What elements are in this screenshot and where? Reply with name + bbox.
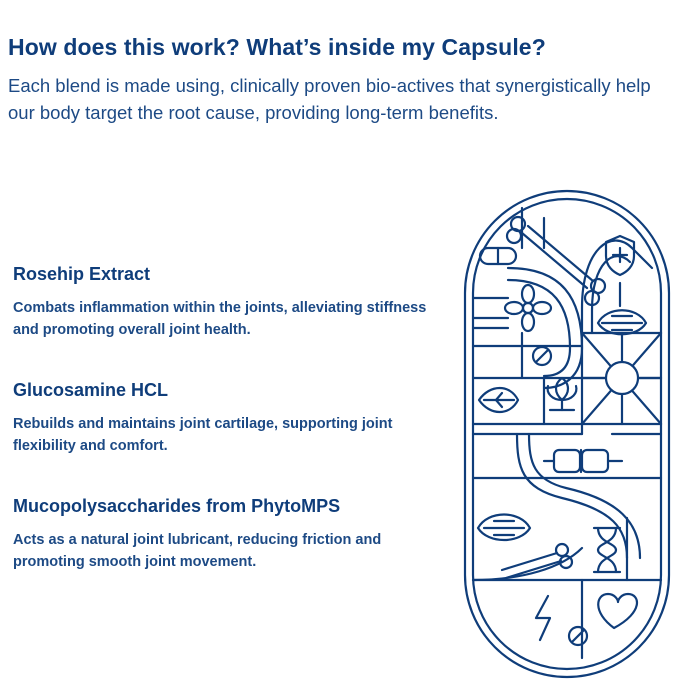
tablet-icon [567,625,589,647]
curved-band [506,266,584,390]
ingredient-title: Mucopolysaccharides from PhytoMPS [13,496,341,516]
curved-band [506,278,572,378]
muscle-icon [596,281,648,336]
ingredient-description: Combats inflammation within the joints, … [13,300,427,338]
ingredient-glucosamine: Glucosamine HCL Rebuilds and maintains j… [13,380,433,457]
pill-icon [478,246,518,266]
ingredient-description: Rebuilds and maintains joint cartilage, … [13,416,393,454]
ingredient-title: Glucosamine HCL [13,380,169,400]
lightning-icon [534,594,552,642]
leaf-icon [477,386,520,414]
ingredient-description: Acts as a natural joint lubricant, reduc… [13,532,382,570]
bone-icon [500,542,574,580]
page-title: How does this work? What’s inside my Cap… [8,34,546,60]
flower-icon [503,283,553,333]
curved-band [471,546,584,582]
ingredient-rosehip: Rosehip Extract Combats inflammation wit… [13,264,433,341]
ingredient-title: Rosehip Extract [13,264,151,284]
capsule-illustration [463,189,671,679]
bone-icon [505,215,607,307]
joint-icon [542,448,624,474]
shield-plus-icon [604,234,636,277]
heart-icon [597,592,639,630]
muscle-icon [476,513,532,541]
tablet-icon [531,345,553,367]
sun-icon [580,331,663,426]
curved-band [515,432,629,560]
hourglass-icon [592,526,622,574]
curved-band [527,432,642,560]
capsule-outline [463,189,671,679]
intro-text: Each blend is made using, clinically pro… [8,75,651,123]
lotus-icon [546,376,578,412]
curved-band [590,255,632,335]
curved-band [580,239,654,335]
capsule-grid [471,206,663,660]
ingredient-phytomps: Mucopolysaccharides from PhytoMPS Acts a… [13,496,433,573]
